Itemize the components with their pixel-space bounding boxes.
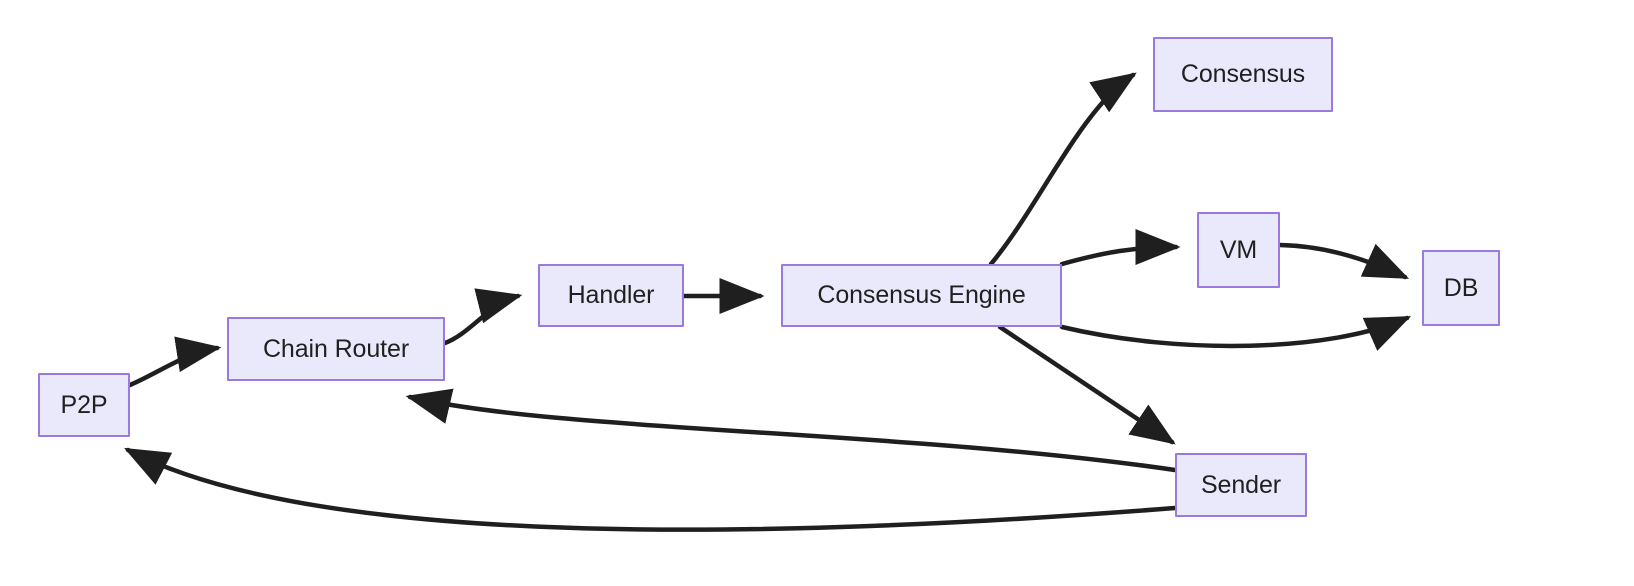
edge-vm-to-db (1277, 242, 1410, 280)
node-label-vm: VM (1219, 235, 1258, 264)
edge-p2p-to-router (127, 336, 222, 388)
edge-router-to-handler (442, 288, 523, 346)
edge-engine-to-consensus (988, 72, 1137, 267)
edge-sender-to-p2p (124, 447, 1178, 532)
node-label-sender: Sender (1200, 470, 1281, 499)
node-label-engine: Consensus Engine (817, 281, 1026, 309)
node-p2p[interactable]: P2P (38, 373, 130, 437)
node-handler[interactable]: Handler (538, 264, 684, 327)
edge-engine-to-db (1059, 315, 1412, 351)
node-engine[interactable]: Consensus Engine (781, 264, 1062, 327)
node-vm[interactable]: VM (1197, 212, 1280, 288)
node-router[interactable]: Chain Router (227, 317, 445, 381)
edge-engine-to-vm (1059, 229, 1181, 267)
node-label-handler: Handler (567, 281, 655, 309)
node-label-router: Chain Router (262, 334, 410, 363)
node-consensus[interactable]: Consensus (1153, 37, 1333, 112)
node-label-consensus: Consensus (1180, 60, 1306, 88)
node-label-p2p: P2P (60, 390, 108, 419)
edge-engine-to-sender (997, 324, 1176, 445)
node-sender[interactable]: Sender (1175, 453, 1307, 517)
node-label-db: DB (1443, 273, 1479, 302)
edge-sender-to-router (405, 388, 1178, 473)
node-db[interactable]: DB (1422, 250, 1500, 326)
